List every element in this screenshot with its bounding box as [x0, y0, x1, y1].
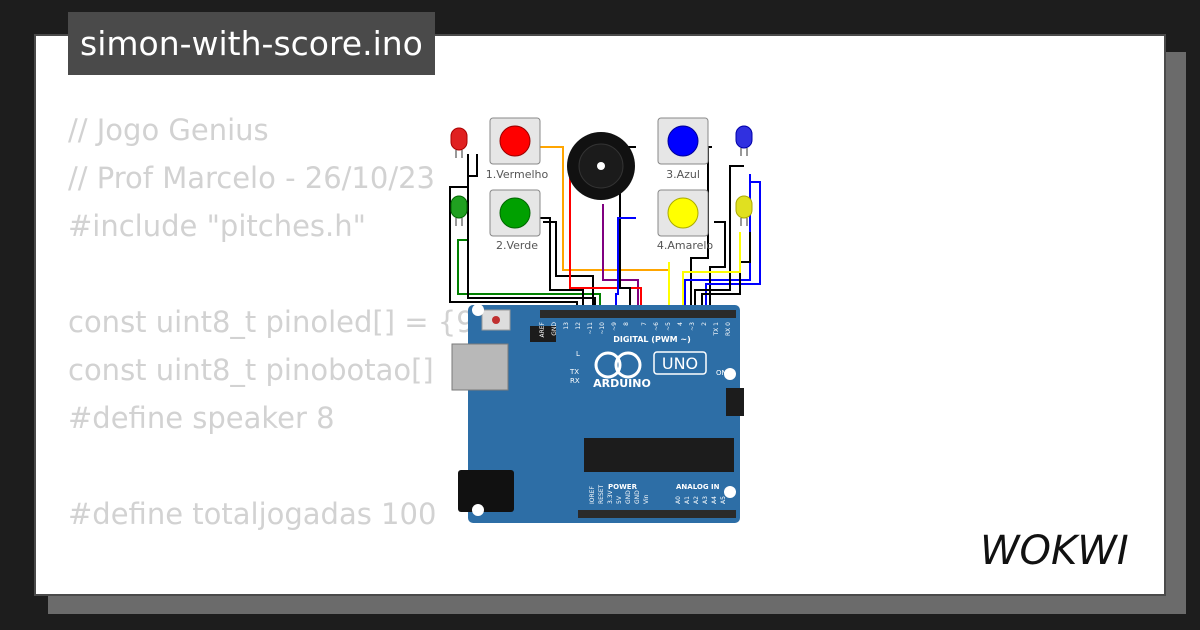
board-brand: ARDUINO: [593, 377, 651, 390]
analog-label: ANALOG IN: [676, 483, 720, 491]
digital-header-label: DIGITAL (PWM ~): [613, 335, 691, 344]
pin-label: ~5: [665, 322, 672, 331]
code-line: const uint8_t pinobotao[]: [68, 353, 434, 387]
pin-label: 13: [563, 322, 570, 330]
pin-label: RX 0: [725, 322, 732, 336]
code-line: // Prof Marcelo - 26/10/23: [68, 161, 436, 195]
wokwi-logo: WOKWI: [980, 528, 1129, 574]
analog-pin-label: A1: [684, 496, 691, 504]
code-line: #define speaker 8: [68, 401, 335, 435]
code-line: #define totaljogadas 100: [68, 497, 437, 531]
pin-label: TX 1: [713, 322, 720, 337]
pin-label: 7: [641, 322, 648, 326]
code-line: // Jogo Genius: [68, 113, 269, 147]
led-red: [450, 127, 468, 158]
indicator-on: ON: [716, 369, 727, 377]
power-label: POWER: [608, 483, 638, 491]
project-title: simon-with-score.ino: [68, 12, 435, 75]
pin-label: ~6: [653, 322, 660, 331]
pushbutton-green: 2.Verde: [489, 189, 541, 252]
pin-label: 8: [623, 322, 630, 326]
pushbutton-yellow: 4.Amarelo: [657, 189, 714, 252]
code-line: #include "pitches.h": [68, 209, 366, 243]
analog-pin-label: A4: [711, 496, 718, 504]
analog-pin-label: A0: [675, 496, 682, 504]
power-pin-label: 5V: [616, 495, 623, 504]
wokwi-logo-text: WOKWI: [980, 528, 1129, 574]
button-label-red: 1.Vermelho: [486, 168, 549, 181]
pin-label: ~3: [689, 322, 696, 331]
power-pin-label: GND: [634, 490, 641, 504]
pin-label: 4: [677, 322, 684, 326]
led-green: [450, 195, 468, 226]
code-line: const int gameTones[] = { NOTE_G3, NOTE_…: [68, 586, 1081, 594]
wires: [449, 146, 761, 308]
pushbutton-blue: 3.Azul: [657, 117, 709, 181]
pin-label: ~10: [599, 322, 606, 335]
arduino-uno-board: DIGITAL (PWM ~) ARDUINO UNO L TX RX ON P…: [451, 304, 744, 523]
buzzer: [567, 132, 635, 200]
power-pin-label: RESET: [598, 484, 605, 504]
pin-label: AREF: [539, 321, 546, 337]
analog-pin-label: A2: [693, 496, 700, 504]
pin-label: ~9: [611, 322, 618, 331]
board-model: UNO: [662, 354, 698, 373]
pin-label: 2: [701, 322, 708, 326]
power-pin-label: IOREF: [589, 486, 596, 504]
power-pin-label: 3.3V: [607, 489, 614, 504]
circuit-diagram: 1.Vermelho 2.Verde 3.Azul 4.Amarelo: [449, 117, 761, 523]
button-label-blue: 3.Azul: [666, 168, 700, 181]
pushbutton-red: 1.Vermelho: [486, 117, 549, 181]
digital-pin-labels: AREF GND 13 12 ~11 ~10 ~9 8 7 ~6 ~5 4 ~3 2 TX 1 RX 0: [539, 321, 732, 337]
led-yellow: [735, 195, 753, 226]
analog-pin-label: A5: [720, 496, 727, 504]
button-label-yellow: 4.Amarelo: [657, 239, 714, 252]
power-pin-label: Vin: [643, 494, 650, 504]
indicator-l: L: [576, 350, 580, 358]
pin-label: 12: [575, 322, 582, 330]
button-label-green: 2.Verde: [496, 239, 538, 252]
led-blue: [735, 125, 753, 156]
indicator-tx: TX: [569, 368, 579, 376]
code-preview: // Jogo Genius // Prof Marcelo - 26/10/23…: [68, 106, 1081, 594]
indicator-rx: RX: [570, 377, 580, 385]
code-line: [68, 538, 1081, 586]
analog-pin-label: A3: [702, 496, 709, 504]
power-pin-label: GND: [625, 490, 632, 504]
pin-label: ~11: [587, 322, 594, 335]
pin-label: GND: [551, 322, 558, 336]
